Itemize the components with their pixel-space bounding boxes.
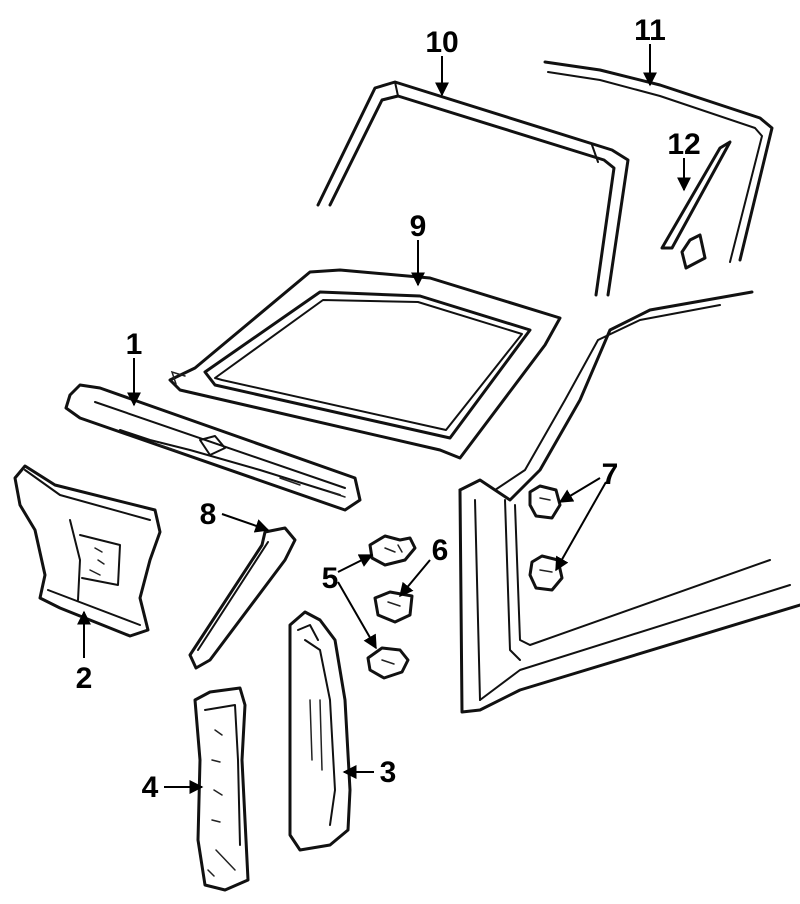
pillar-molding-part: [660, 140, 732, 270]
bracket-lower-part: [366, 646, 410, 680]
callout-6: 6: [432, 534, 449, 567]
leader-lines: [77, 44, 691, 794]
cowl-panel-part: [64, 383, 362, 512]
door-hinge-upper-part: [528, 484, 562, 520]
bracket-part-6: [373, 590, 414, 624]
callout-7: 7: [602, 458, 619, 491]
body-side-panel: [458, 290, 800, 714]
callout-3: 3: [380, 756, 397, 789]
callout-8: 8: [200, 498, 217, 531]
pillar-reinforcement-part: [193, 686, 250, 892]
callout-5: 5: [322, 562, 339, 595]
callout-10: 10: [425, 26, 458, 59]
callout-4: 4: [142, 771, 159, 804]
callout-labels: 10 11 12 9 1 2 8 5 6 7 3 4: [76, 14, 701, 804]
callout-12: 12: [667, 128, 700, 161]
callout-1: 1: [126, 328, 143, 361]
roof-drip-molding-part: [543, 60, 774, 263]
bracket-upper-part: [368, 534, 417, 567]
callout-11: 11: [634, 14, 666, 47]
hinge-pillar-panel-part: [288, 610, 352, 852]
windshield-molding-part: [316, 80, 630, 297]
cowl-side-panel-part: [13, 464, 162, 638]
callout-9: 9: [410, 210, 427, 243]
pillar-trim-part: [188, 526, 297, 670]
callout-2: 2: [76, 662, 93, 695]
door-hinge-lower-part: [528, 554, 564, 592]
windshield-part: [168, 268, 562, 460]
